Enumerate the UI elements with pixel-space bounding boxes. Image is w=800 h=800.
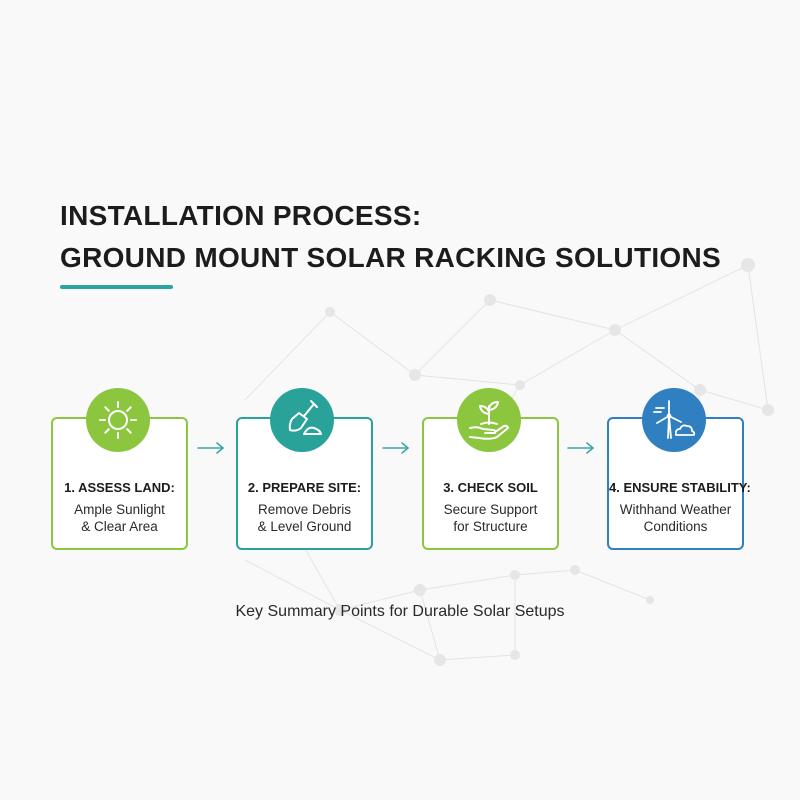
arrow-right-icon [197,442,224,454]
step-description-line-1: Ample Sunlight [74,502,165,517]
arrow-right-icon [382,442,409,454]
step-description-line-2: for Structure [453,519,528,534]
wind-turbine-icon [642,388,706,452]
title-underline [60,285,173,289]
step-description-line-1: Remove Debris [257,502,352,517]
step-card-assess-land: 1. ASSESS LAND: Ample Sunlight & Clear A… [51,417,188,550]
step-description: Ample Sunlight & Clear Area [59,501,180,535]
step-label: 2. PREPARE SITE: [247,480,362,495]
step-label: 1. ASSESS LAND: [64,480,175,495]
title-line-1: INSTALLATION PROCESS: [60,200,422,231]
shovel-icon [270,388,334,452]
page-title: INSTALLATION PROCESS: GROUND MOUNT SOLAR… [60,195,721,279]
step-label: 3. CHECK SOIL [443,480,538,495]
title-line-2: GROUND MOUNT SOLAR RACKING SOLUTIONS [60,242,722,273]
step-description-line-2: & Level Ground [257,519,352,534]
step-description-line-2: & Clear Area [81,519,158,534]
step-description: Remove Debris & Level Ground [244,501,365,535]
sun-icon [86,388,150,452]
summary-caption: Key Summary Points for Durable Solar Set… [235,603,565,620]
step-description: Withhand Weather Conditions [615,501,736,535]
step-description-line-1: Secure Support [443,502,538,517]
step-description-line-1: Withhand Weather [619,502,732,517]
step-card-prepare-site: 2. PREPARE SITE: Remove Debris & Level G… [236,417,373,550]
step-description-line-2: Conditions [643,519,708,534]
arrow-right-icon [567,442,594,454]
plant-in-hand-icon [457,388,521,452]
step-description: Secure Support for Structure [430,501,551,535]
step-label: 4. ENSURE STABILITY: [609,480,751,495]
